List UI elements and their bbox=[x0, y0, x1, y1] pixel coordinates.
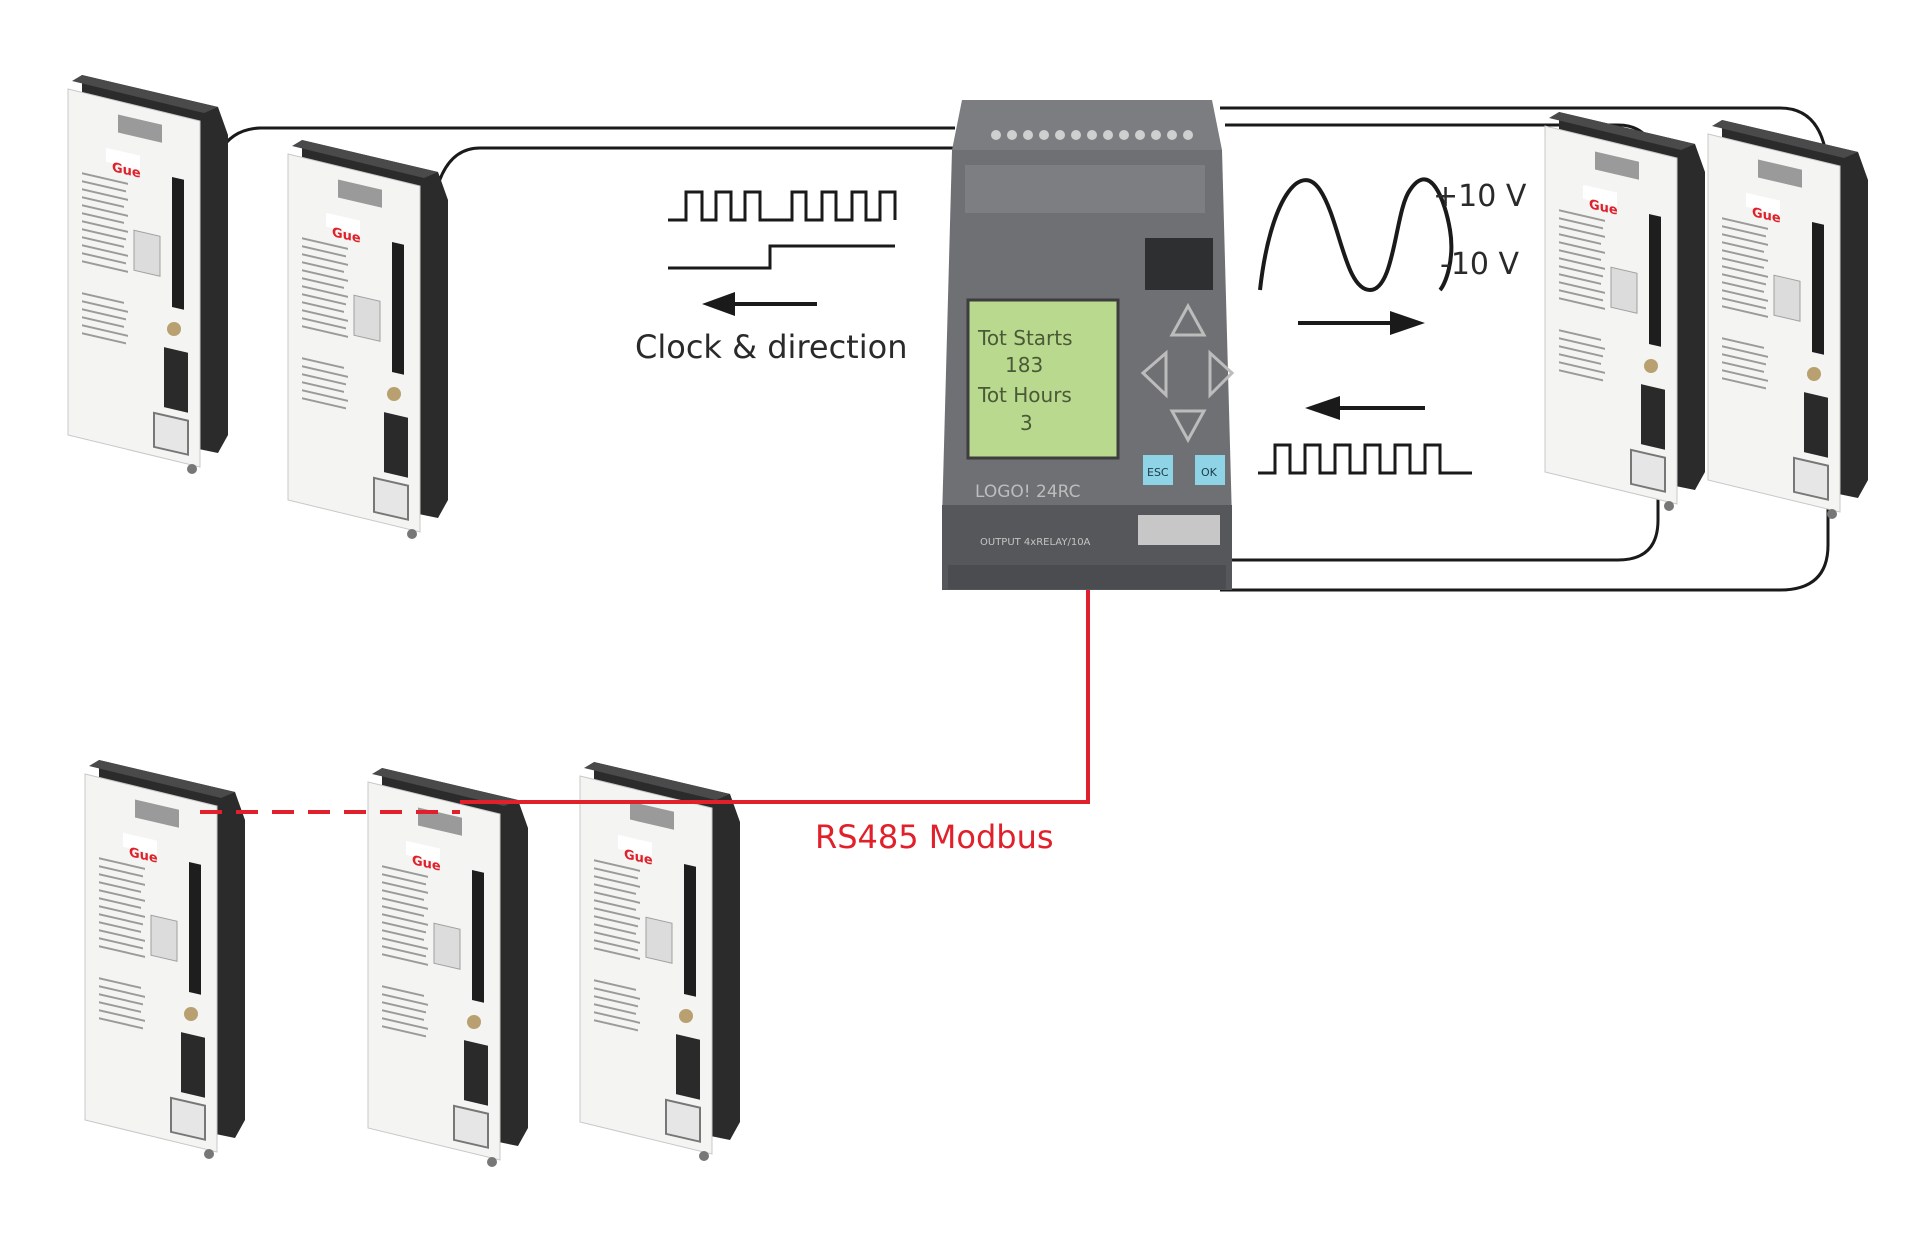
rs485-label: RS485 Modbus bbox=[815, 818, 1054, 856]
rs485-solid-line bbox=[460, 590, 1088, 802]
direction-waveform bbox=[668, 246, 895, 268]
plc-lcd-line-1: Tot Starts bbox=[977, 326, 1073, 350]
arrow-right-icon bbox=[1298, 311, 1425, 335]
arrow-left-icon bbox=[702, 292, 817, 316]
plc-label-plate bbox=[1138, 515, 1220, 545]
wire-top-left-inner bbox=[430, 148, 955, 250]
drive-bottom-3: Gue bbox=[580, 762, 740, 1161]
clock-direction-label: Clock & direction bbox=[635, 328, 907, 366]
plc-module-slot bbox=[1145, 238, 1213, 290]
drive-top-right-1: Gue bbox=[1545, 112, 1705, 511]
analog-waveform bbox=[1260, 179, 1451, 290]
plus-10v-label: +10 V bbox=[1433, 179, 1527, 214]
drive-bottom-2: Gue bbox=[368, 768, 528, 1167]
plc-output-label: OUTPUT 4xRELAY/10A bbox=[980, 537, 1091, 548]
drive-top-left-1: Gue bbox=[68, 75, 228, 474]
minus-10v-label: -10 V bbox=[1440, 247, 1520, 282]
drive-bottom-1: Gue bbox=[85, 760, 245, 1159]
encoder-pulse-waveform bbox=[1258, 445, 1472, 473]
drive-top-right-2: Gue bbox=[1708, 120, 1868, 519]
plc-model-label: LOGO! 24RC bbox=[975, 482, 1081, 502]
plc-ok-label: OK bbox=[1201, 466, 1218, 479]
plc-esc-label: ESC bbox=[1147, 466, 1169, 479]
drive-top-left-2: Gue bbox=[288, 140, 448, 539]
plc-lcd-line-2: 183 bbox=[1005, 353, 1043, 377]
arrow-left-icon bbox=[1305, 396, 1425, 420]
clock-waveform bbox=[668, 192, 895, 220]
plc-top-terminal-strip bbox=[952, 100, 1222, 150]
plc-lcd-line-4: 3 bbox=[1020, 411, 1033, 435]
plc-lcd-line-3: Tot Hours bbox=[977, 383, 1072, 407]
plc-controller: Tot Starts 183 Tot Hours 3 ESC OK LOGO! … bbox=[942, 100, 1232, 590]
plc-lcd bbox=[968, 300, 1118, 458]
